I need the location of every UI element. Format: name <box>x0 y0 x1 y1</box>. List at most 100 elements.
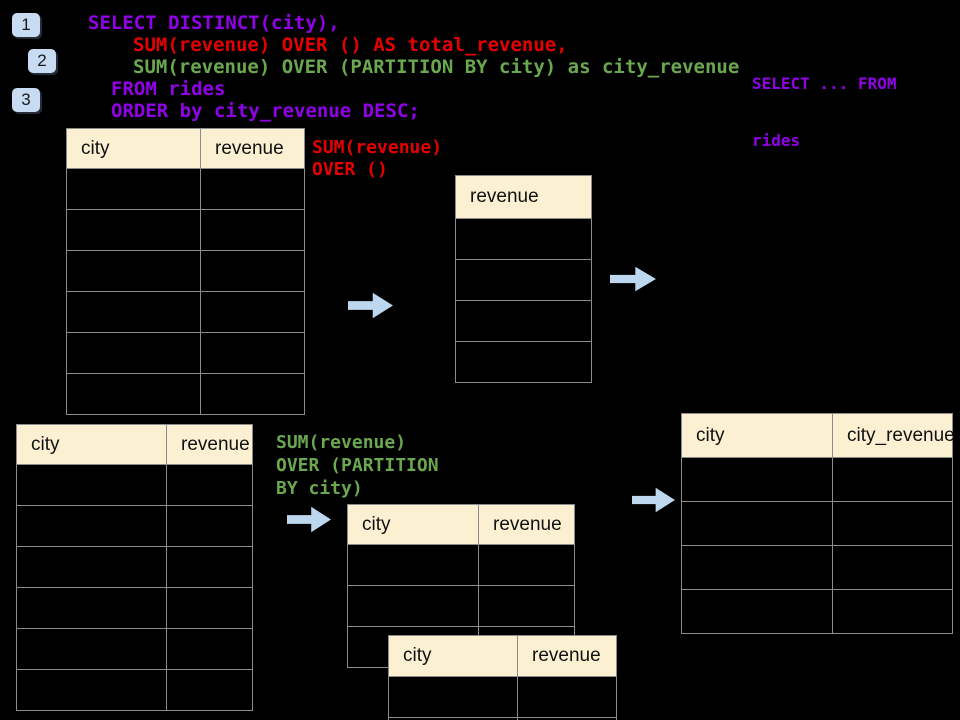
column-header: city <box>16 424 167 465</box>
empty-cell <box>455 341 592 383</box>
table-row <box>455 218 592 260</box>
sql-code-line: FROM rides <box>111 78 226 100</box>
empty-cell <box>517 717 617 720</box>
table-row <box>66 209 305 251</box>
sql-code-line: ORDER by city_revenue DESC; <box>111 100 420 122</box>
table-row <box>66 291 305 333</box>
table-row <box>66 168 305 210</box>
table-row <box>681 457 953 502</box>
annotation-line: OVER (PARTITION <box>276 455 439 476</box>
table-row <box>66 332 305 374</box>
empty-cell <box>681 545 833 590</box>
table-row <box>16 464 253 506</box>
empty-cell <box>166 505 253 547</box>
empty-cell <box>200 291 305 333</box>
empty-cell <box>832 501 953 546</box>
column-header: revenue <box>200 128 305 169</box>
column-header: city <box>388 635 518 677</box>
side-note-line: rides <box>752 131 801 150</box>
step-badge-3: 3 <box>12 88 40 112</box>
table-row <box>455 300 592 342</box>
sql-code: SELECT DISTINCT(city),SUM(revenue) OVER … <box>0 0 960 130</box>
column-header: revenue <box>517 635 617 677</box>
annotation-window-total: SUM(revenue)OVER () <box>312 137 442 181</box>
table-row <box>681 501 953 546</box>
empty-cell <box>478 585 575 627</box>
column-header: city <box>347 504 479 545</box>
table-row <box>66 373 305 415</box>
empty-cell <box>16 587 167 629</box>
empty-cell <box>681 589 833 634</box>
table-row <box>16 546 253 588</box>
table-row <box>681 589 953 634</box>
empty-cell <box>66 332 201 374</box>
empty-cell <box>347 585 479 627</box>
annotation-line: SUM(revenue) <box>276 432 407 453</box>
empty-cell <box>681 501 833 546</box>
empty-cell <box>347 544 479 586</box>
empty-cell <box>832 589 953 634</box>
empty-cell <box>166 587 253 629</box>
annotation-line: SUM(revenue) <box>312 137 443 158</box>
table-row <box>455 341 592 383</box>
table-row <box>16 505 253 547</box>
empty-cell <box>200 250 305 292</box>
column-header: city <box>681 413 833 458</box>
table-row <box>388 676 617 718</box>
empty-cell <box>66 209 201 251</box>
empty-cell <box>200 373 305 415</box>
sql-code-line: SELECT DISTINCT(city), <box>88 12 340 34</box>
empty-cell <box>388 676 518 718</box>
column-header: revenue <box>478 504 575 545</box>
empty-cell <box>16 546 167 588</box>
table-row <box>16 669 253 711</box>
step-badge-2: 2 <box>28 49 56 73</box>
empty-cell <box>16 628 167 670</box>
empty-cell <box>16 669 167 711</box>
empty-cell <box>832 457 953 502</box>
empty-cell <box>832 545 953 590</box>
column-header: revenue <box>166 424 253 465</box>
step-badge-1: 1 <box>12 13 40 37</box>
column-header: city <box>66 128 201 169</box>
empty-cell <box>681 457 833 502</box>
arrow-right-icon <box>610 266 656 292</box>
arrow-right-icon <box>348 292 393 319</box>
empty-cell <box>517 676 617 718</box>
side-note: SELECT ... FROM rides <box>752 36 897 188</box>
data-grid: revenue <box>455 175 592 383</box>
empty-cell <box>455 218 592 260</box>
side-note-line: SELECT ... FROM <box>752 74 897 93</box>
empty-cell <box>66 373 201 415</box>
table-total-revenue-result: revenue <box>455 175 592 383</box>
table-row <box>16 587 253 629</box>
empty-cell <box>166 464 253 506</box>
empty-cell <box>66 250 201 292</box>
table-row <box>455 259 592 301</box>
column-header: city_revenue <box>832 413 955 458</box>
table-row <box>347 544 575 586</box>
empty-cell <box>166 628 253 670</box>
arrow-right-icon <box>632 487 675 513</box>
empty-cell <box>66 168 201 210</box>
annotation-line: OVER () <box>312 159 388 180</box>
empty-cell <box>66 291 201 333</box>
empty-cell <box>16 505 167 547</box>
empty-cell <box>455 300 592 342</box>
table-row <box>681 545 953 590</box>
table-row <box>66 250 305 292</box>
empty-cell <box>166 546 253 588</box>
empty-cell <box>200 168 305 210</box>
column-header: revenue <box>455 175 592 219</box>
table-row <box>347 585 575 627</box>
table-row <box>388 717 617 720</box>
